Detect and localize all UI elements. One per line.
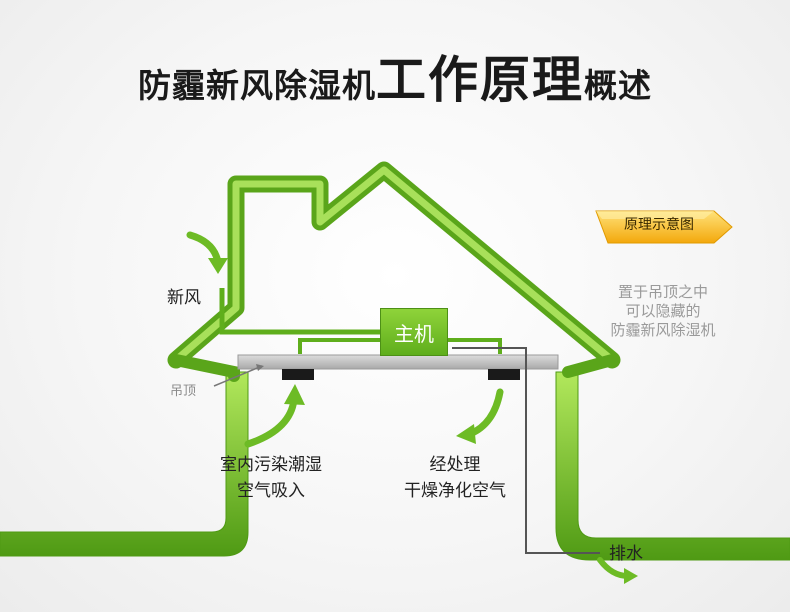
treated-air-label: 经处理 干燥净化空气 <box>380 452 530 504</box>
indoor-line-1: 室内污染潮湿 <box>220 455 322 475</box>
treated-line-2: 干燥净化空气 <box>404 481 506 501</box>
principle-badge-label: 原理示意图 <box>624 217 694 233</box>
ceiling-board <box>237 354 559 370</box>
host-unit: 主机 <box>380 308 448 356</box>
title-prefix: 防霾新风除湿机 <box>138 66 376 105</box>
outlet-arrow <box>466 388 504 438</box>
drain-pipe <box>452 347 600 554</box>
vent-intake <box>282 369 314 380</box>
page-title: 防霾新风除湿机工作原理概述 <box>0 40 790 112</box>
ground-band-right <box>555 371 790 561</box>
placement-note: 置于吊顶之中 可以隐藏的 防霾新风除湿机 <box>588 283 738 340</box>
indoor-air-label: 室内污染潮湿 空气吸入 <box>196 452 346 504</box>
indoor-line-2: 空气吸入 <box>237 481 305 501</box>
intake-arrow <box>244 396 298 448</box>
return-duct <box>446 338 502 354</box>
drain-label: 排水 <box>609 544 643 564</box>
fresh-air-label: 新风 <box>167 288 201 308</box>
supply-duct <box>298 338 380 354</box>
ceiling-label: 吊顶 <box>170 384 197 399</box>
note-line-2: 可以隐藏的 <box>625 302 701 320</box>
title-suffix: 概述 <box>584 66 652 105</box>
fresh-air-duct <box>219 288 380 335</box>
treated-line-1: 经处理 <box>429 455 481 475</box>
ceiling-pointer <box>213 365 263 387</box>
title-main: 工作原理 <box>376 51 584 109</box>
note-line-1: 置于吊顶之中 <box>617 283 708 301</box>
vent-outlet <box>488 369 520 380</box>
fresh-air-arrow <box>186 231 222 266</box>
note-line-3: 防霾新风除湿机 <box>610 321 716 339</box>
